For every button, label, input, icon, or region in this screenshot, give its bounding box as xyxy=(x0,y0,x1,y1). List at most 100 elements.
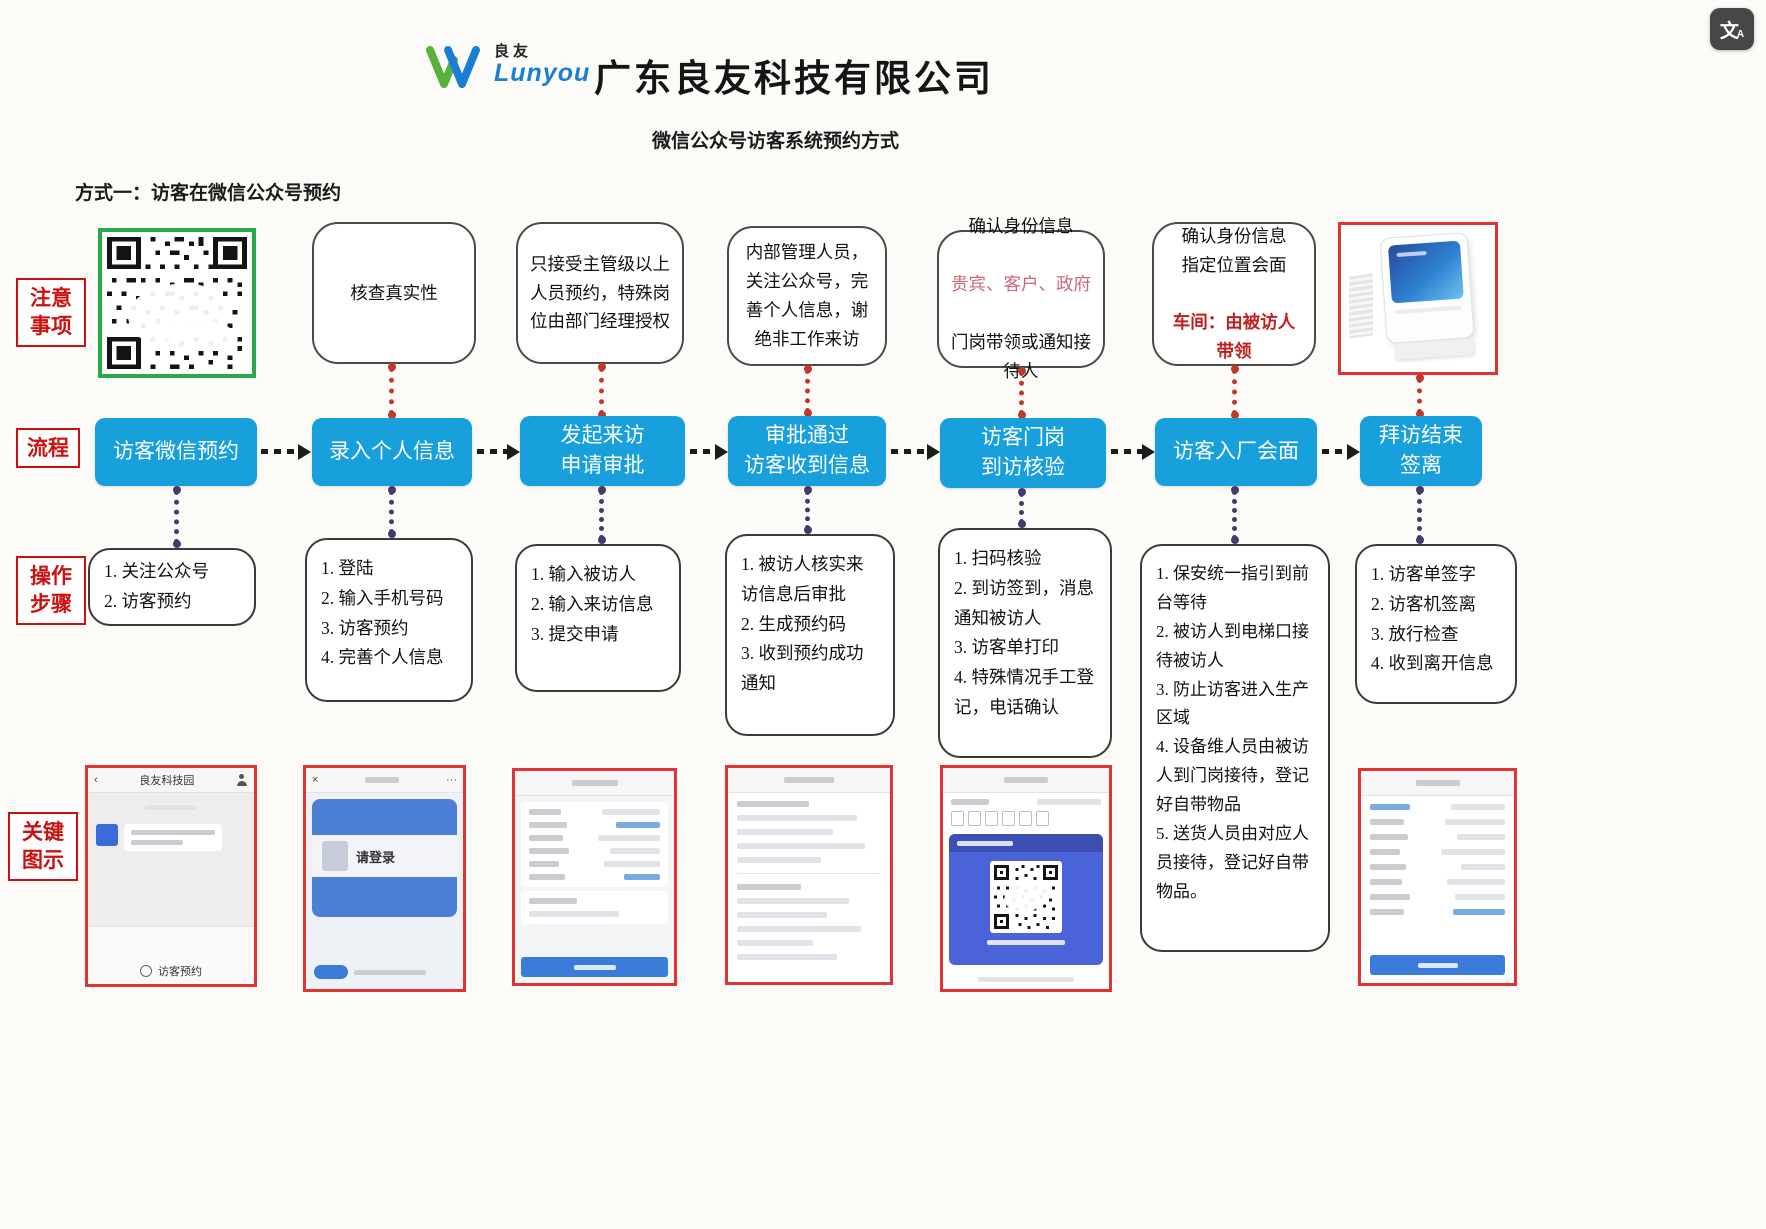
steps-4: 1. 被访人核实来访信息后审批 2. 生成预约码 3. 收到预约成功通知 xyxy=(725,534,895,736)
back-icon[interactable]: ‹ xyxy=(94,774,98,786)
flow-step-3: 发起来访 申请审批 xyxy=(520,416,685,486)
flow-step-2: 录入个人信息 xyxy=(312,418,472,486)
code-box xyxy=(968,811,981,826)
timestamp-placeholder xyxy=(145,805,197,810)
qr-header xyxy=(943,768,1109,793)
form-row xyxy=(529,835,660,841)
text-placeholder xyxy=(737,912,827,918)
flow-step-1: 访客微信预约 xyxy=(95,418,257,486)
flow-step-4: 审批通过 访客收到信息 xyxy=(728,416,886,486)
note-line: 确认身份信息 xyxy=(968,216,1074,237)
connector-purple xyxy=(803,486,812,534)
form-row xyxy=(529,822,660,828)
connector-purple xyxy=(1230,486,1239,544)
reservation-qr-code xyxy=(990,861,1062,933)
flow-arrow xyxy=(261,449,299,454)
screenshot-wechat-chat: ‹ 良友科技园 访客预约 xyxy=(85,765,257,987)
text-placeholder xyxy=(737,926,861,932)
text-placeholder xyxy=(978,976,1074,982)
qr-top xyxy=(943,793,1109,832)
chat-footer: 访客预约 xyxy=(88,926,254,984)
form-row xyxy=(529,874,660,880)
text-placeholder xyxy=(737,940,813,946)
code-box xyxy=(1002,811,1015,826)
form-row xyxy=(951,799,1101,805)
note-identity-check-text: 确认身份信息 贵宾、客户、政府 门岗带领或通知接待人 xyxy=(951,184,1091,415)
button-label-placeholder xyxy=(1417,962,1458,968)
note-meeting-location-text: 确认身份信息 指定位置会面 车间：由被访人带领 xyxy=(1166,193,1302,395)
translate-icon: 文 xyxy=(1719,20,1739,42)
detail-body xyxy=(728,793,890,982)
form-row xyxy=(529,898,660,904)
connector-red xyxy=(1230,365,1239,419)
form-row xyxy=(1370,804,1505,810)
row-label-flow: 流程 xyxy=(16,428,80,469)
note-internal-staff: 内部管理人员，关注公众号，完善个人信息，谢绝非工作来访 xyxy=(727,226,887,366)
connector-red xyxy=(1017,367,1026,419)
flow-arrow xyxy=(891,449,928,454)
chat-bubble xyxy=(124,824,222,851)
form-row xyxy=(529,848,660,854)
form-body xyxy=(515,796,674,983)
form-row xyxy=(1370,834,1505,840)
login-button[interactable]: 请登录 xyxy=(356,849,396,865)
connector-purple xyxy=(172,486,181,548)
form-row xyxy=(529,911,660,917)
connector-red xyxy=(1415,374,1424,418)
flow-arrow xyxy=(1322,449,1348,454)
kiosk-screen xyxy=(1387,240,1464,304)
form-card xyxy=(521,891,668,924)
subtitle: 微信公众号访客系统预约方式 xyxy=(652,131,900,152)
text-placeholder xyxy=(737,815,857,821)
contact-icon[interactable] xyxy=(236,774,248,786)
chat-title: 良友科技园 xyxy=(139,775,195,787)
divider xyxy=(737,873,881,874)
title-placeholder xyxy=(571,780,618,786)
record-header xyxy=(1361,771,1514,796)
screenshot-login: × ··· 请登录 xyxy=(303,765,466,992)
sign-off-button[interactable] xyxy=(1370,955,1505,975)
note-identity-check: 确认身份信息 贵宾、客户、政府 门岗带领或通知接待人 xyxy=(937,216,1105,381)
flow-step-6: 访客入厂会面 xyxy=(1155,418,1317,486)
text-placeholder xyxy=(737,898,849,904)
text-placeholder xyxy=(737,801,809,807)
text-placeholder xyxy=(737,954,837,960)
steps-1: 1. 关注公众号 2. 访客预约 xyxy=(88,548,256,626)
qr-validity xyxy=(943,969,1109,989)
text-placeholder xyxy=(131,830,215,835)
connector-purple xyxy=(1415,486,1424,544)
logo-en: Lunyou xyxy=(494,59,591,87)
steps-5: 1. 扫码核验 2. 到访签到，消息通知被访人 3. 访客单打印 4. 特殊情况… xyxy=(938,528,1112,758)
toast-badge xyxy=(314,965,348,979)
text-placeholder xyxy=(131,840,183,845)
submit-button[interactable] xyxy=(521,957,668,977)
form-row xyxy=(529,809,660,815)
chat-body xyxy=(88,793,254,926)
flow-step-7: 拜访结束 签离 xyxy=(1360,416,1482,486)
chat-menu[interactable]: 访客预约 xyxy=(140,963,202,979)
steps-2: 1. 登陆 2. 输入手机号码 3. 访客预约 4. 完善个人信息 xyxy=(305,538,473,702)
company-name: 广东良友科技有限公司 xyxy=(594,58,994,99)
form-row xyxy=(529,861,660,867)
row-label-notes: 注意 事项 xyxy=(16,278,86,347)
login-header: × ··· xyxy=(306,768,463,793)
keyboard-icon xyxy=(140,965,152,977)
chat-header: ‹ 良友科技园 xyxy=(88,768,254,793)
steps-6: 1. 保安统一指引到前台等待 2. 被访人到电梯口接待被访人 3. 防止访客进入… xyxy=(1140,544,1330,952)
more-icon[interactable]: ··· xyxy=(446,774,457,786)
qr-panel xyxy=(949,834,1103,965)
translate-sub-icon: A xyxy=(1736,28,1745,40)
chat-avatar xyxy=(96,824,118,846)
note-supervisor-approval: 只接受主管级以上人员预约，特殊岗位由部门经理授权 xyxy=(516,222,684,364)
connector-purple xyxy=(597,486,606,544)
title-placeholder xyxy=(784,777,834,783)
screenshot-approval-detail xyxy=(725,765,893,985)
flow-step-5: 访客门岗 到访核验 xyxy=(940,418,1106,488)
close-icon[interactable]: × xyxy=(312,774,319,786)
form-row xyxy=(1370,864,1505,870)
text-placeholder xyxy=(354,969,426,975)
translate-button[interactable]: 文 A xyxy=(1710,8,1754,50)
code-box xyxy=(951,811,964,826)
welcome-toast xyxy=(314,965,426,979)
